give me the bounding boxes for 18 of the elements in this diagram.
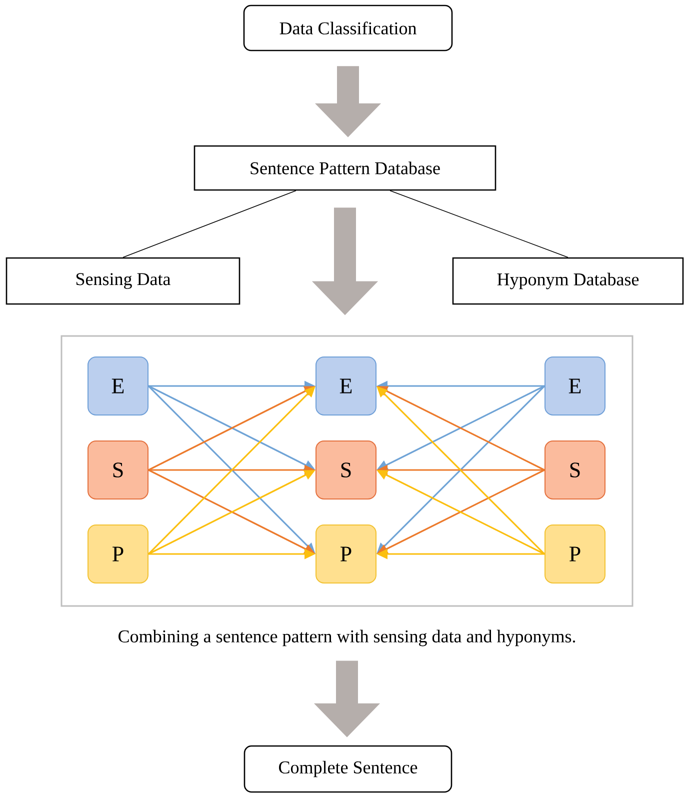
letter-box: S — [544, 440, 606, 500]
letter-box: E — [544, 356, 606, 416]
node-label: Combining a sentence pattern with sensing data and hyponyms. — [118, 630, 576, 646]
letter-box: S — [88, 440, 148, 500]
database-box: Sensing Data — [6, 257, 240, 305]
frame-box — [60, 335, 634, 607]
letter-box: S — [316, 440, 376, 500]
letter-box: E — [88, 356, 148, 416]
database-box: Hyponym Database — [452, 257, 684, 305]
letter-box: P — [88, 524, 148, 584]
connector-line — [122, 190, 296, 258]
database-box: Sentence Pattern Database — [194, 145, 496, 191]
process-box: Data Classification — [243, 4, 453, 52]
connector-line — [390, 190, 568, 258]
letter-box: E — [316, 356, 376, 416]
letter-box: P — [544, 524, 606, 584]
letter-box: P — [316, 524, 376, 584]
process-box: Complete Sentence — [244, 745, 452, 793]
